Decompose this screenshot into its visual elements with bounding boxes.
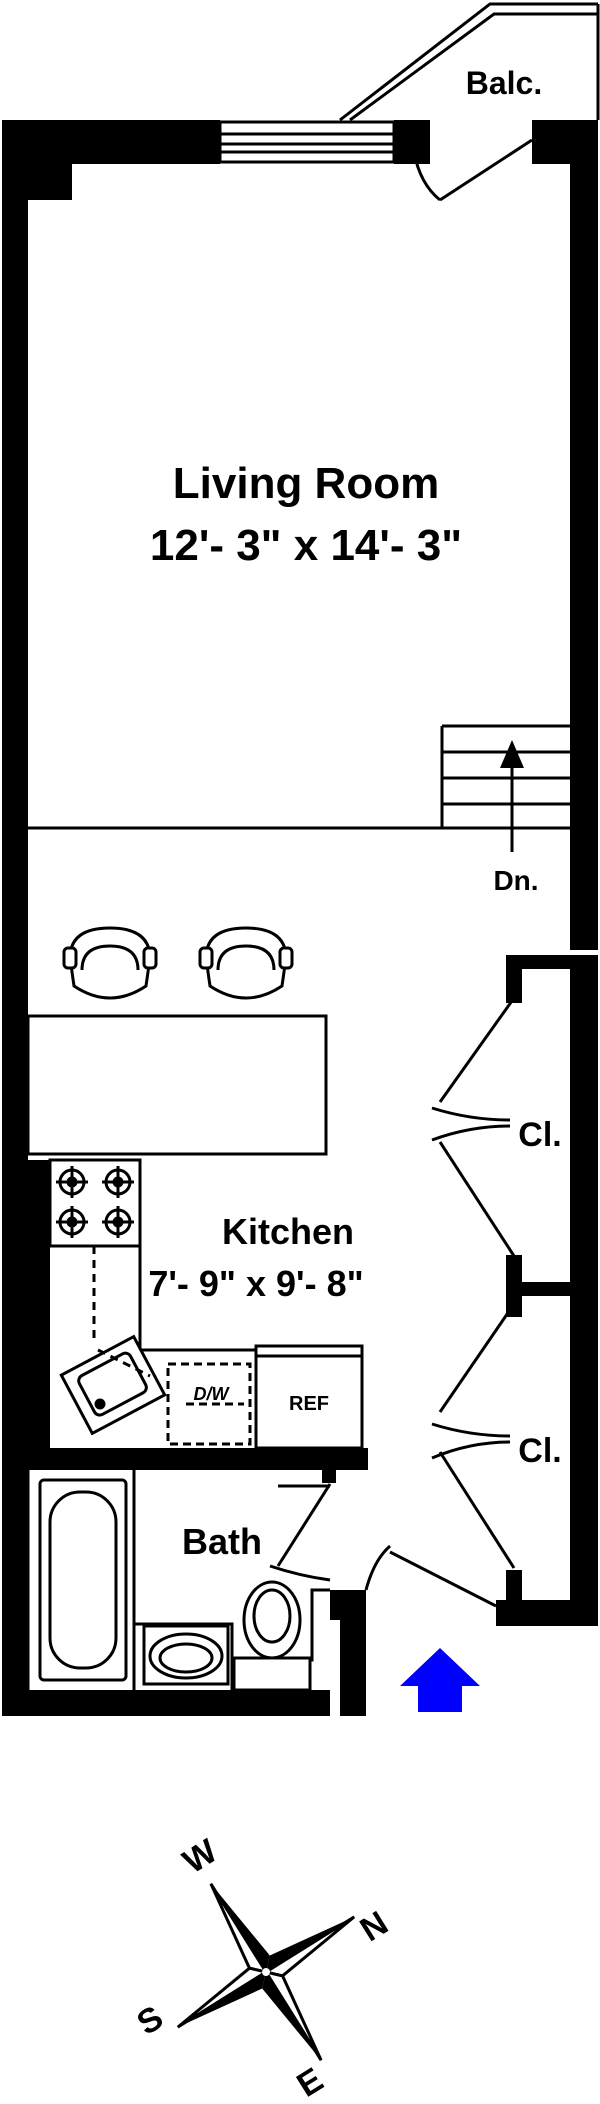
kitchen-island xyxy=(26,1014,328,1156)
compass-east-label: E xyxy=(290,2061,329,2104)
dishwasher-icon xyxy=(166,1362,252,1446)
kitchen-label: Kitchen xyxy=(222,1211,354,1252)
bar-stool xyxy=(62,926,158,1000)
living-room-label: Living Room xyxy=(173,459,439,508)
stove-icon xyxy=(48,1158,142,1248)
compass-north-label: N xyxy=(354,1904,395,1949)
closet-lower-doors xyxy=(431,1303,516,1569)
bath-label: Bath xyxy=(182,1521,262,1562)
window xyxy=(218,120,396,164)
closet-upper-label: Cl. xyxy=(518,1116,561,1154)
entry-arrow-icon xyxy=(400,1648,480,1712)
bath-door xyxy=(269,1483,332,1582)
outer-walls xyxy=(2,120,598,1716)
balcony-label: Balc. xyxy=(466,65,542,101)
compass-west-label: W xyxy=(176,1832,224,1882)
bath-sink-icon xyxy=(142,1624,230,1686)
closet-upper-doors xyxy=(431,997,516,1257)
living-room-dimensions: 12'- 3" x 14'- 3" xyxy=(150,521,462,570)
compass-south-label: S xyxy=(130,1999,169,2043)
refrigerator-icon xyxy=(254,1344,364,1450)
closet-lower-label: Cl. xyxy=(518,1432,561,1470)
compass-rose-icon xyxy=(176,1883,356,2061)
entry-door xyxy=(364,1544,497,1608)
balcony-door xyxy=(412,138,533,202)
kitchen-sink-icon xyxy=(59,1334,167,1436)
bar-stool xyxy=(198,926,294,1000)
stairs xyxy=(440,724,570,852)
stairs-down-label: Dn. xyxy=(493,865,538,896)
refrigerator-label: REF xyxy=(289,1393,329,1415)
stairs-down-arrow-icon xyxy=(500,740,524,768)
kitchen-dimensions: 7'- 9" x 9'- 8" xyxy=(148,1263,363,1304)
toilet-icon xyxy=(232,1580,312,1692)
bathtub-icon xyxy=(38,1478,128,1682)
balcony-outline xyxy=(339,2,600,122)
dishwasher-label: D/W xyxy=(194,1384,231,1404)
